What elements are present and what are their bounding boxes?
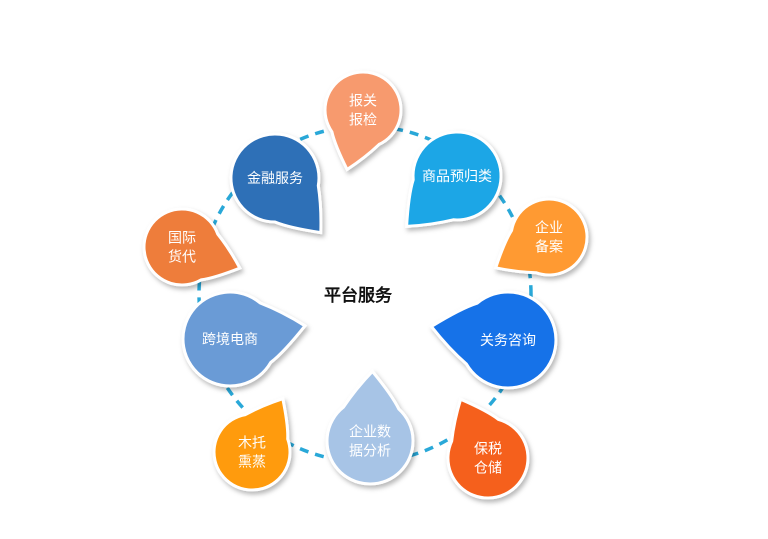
teardrop-shape [142,207,242,287]
service-node-cross-border-ecommerce: 跨境电商 [181,290,308,388]
service-nodes: 报关报检商品预归类企业备案关务咨询保税仓储企业数据分析木托熏蒸跨境电商国际货代金… [142,70,589,500]
service-node-label: 货代 [168,249,196,266]
teardrop-shape [493,197,589,277]
teardrop-shape [325,369,415,486]
teardrop-shape [405,130,503,228]
service-node-commodity-classification: 商品预归类 [405,130,503,228]
teardrop-shape [429,290,558,390]
service-node-label: 企业 [535,220,563,237]
service-node-label: 报关 [349,94,377,110]
service-node-label: 熏蒸 [238,455,266,471]
service-node-label: 保税 [474,442,502,458]
service-node-label: 木托 [238,436,266,452]
teardrop-shape [181,290,308,388]
service-node-label: 报检 [349,113,377,129]
service-node-label: 金融服务 [247,171,303,187]
service-node-label: 关务咨询 [480,333,536,349]
service-node-label: 国际 [168,231,196,247]
teardrop-shape [446,397,530,500]
center-label: 平台服务 [324,285,393,306]
service-node-label: 仓储 [474,461,502,477]
service-node-label: 备案 [535,239,563,256]
service-node-customs-consulting: 关务咨询 [429,290,558,390]
service-node-label: 跨境电商 [202,332,258,348]
teardrop-shape [323,70,403,172]
service-node-label: 商品预归类 [422,168,492,185]
service-node-financial-services: 金融服务 [229,132,323,235]
service-node-label: 企业数 [349,424,391,441]
service-node-label: 据分析 [349,444,391,460]
teardrop-shape [212,396,292,492]
teardrop-shape [229,132,323,235]
